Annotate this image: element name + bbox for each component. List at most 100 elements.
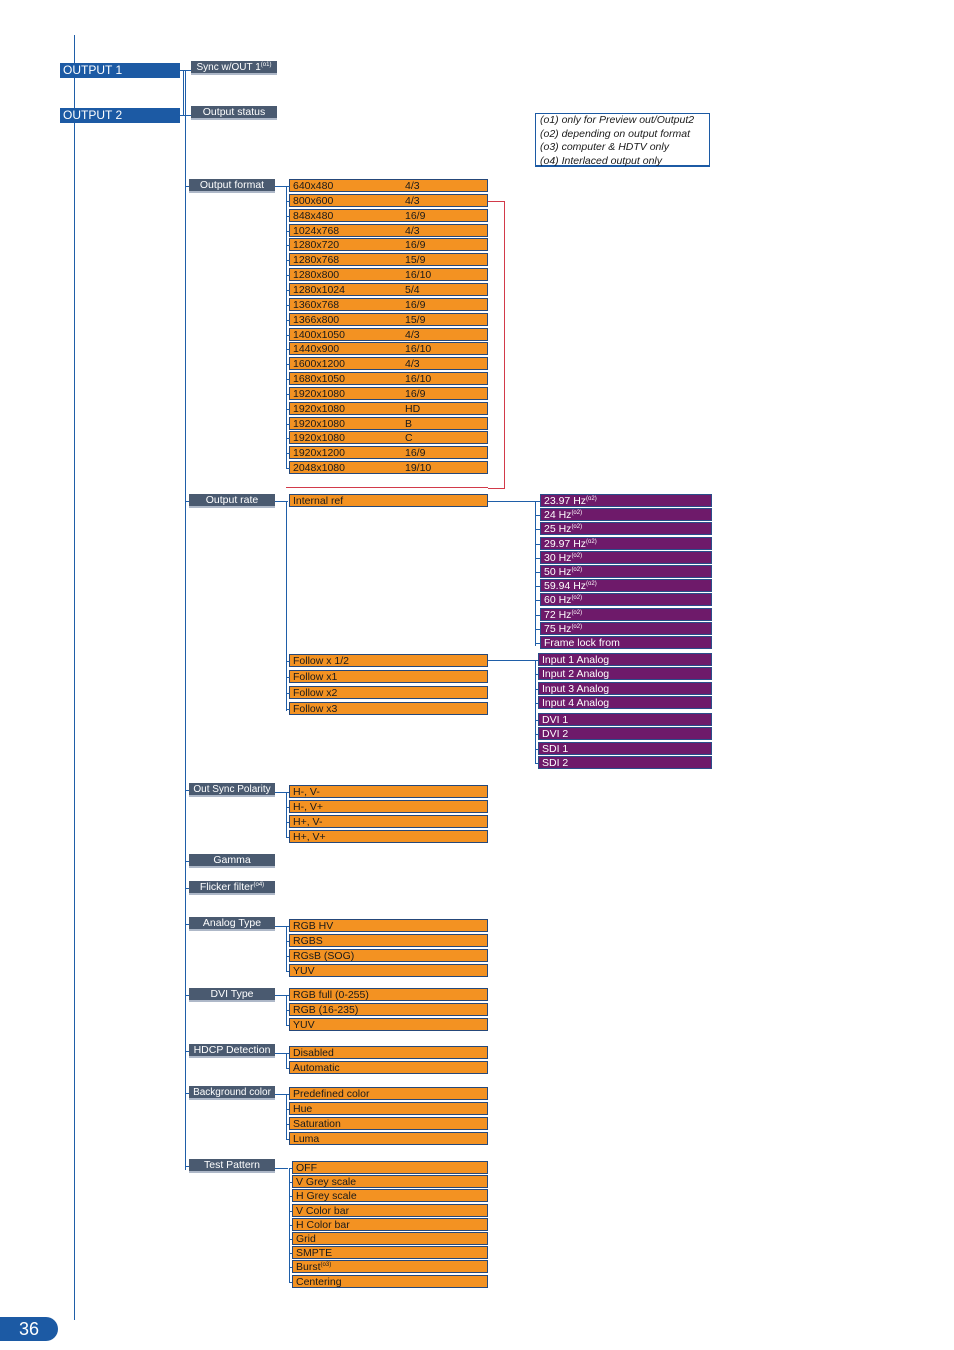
rate-option[interactable]: 75 Hz(o2): [540, 621, 712, 635]
polarity-option[interactable]: H-, V-: [289, 785, 488, 798]
polarity-option[interactable]: H+, V+: [289, 830, 488, 843]
menu-flicker-filter[interactable]: Flicker filter(o4): [189, 881, 275, 895]
background-color-option[interactable]: Hue: [289, 1102, 488, 1115]
internal-ref-option[interactable]: Internal ref: [289, 494, 488, 507]
background-color-option[interactable]: Saturation: [289, 1117, 488, 1130]
rate-option[interactable]: 23.97 Hz(o2): [540, 494, 712, 507]
test-pattern-option[interactable]: OFF: [292, 1161, 488, 1174]
hdcp-option[interactable]: Disabled: [289, 1046, 488, 1059]
test-pattern-option[interactable]: Burst(o3): [292, 1260, 488, 1274]
dvi-type-option[interactable]: YUV: [289, 1018, 488, 1031]
format-aspect-ratio: 5/4: [405, 283, 420, 296]
rate-note: (o2): [571, 609, 583, 616]
rate-option[interactable]: 72 Hz(o2): [540, 607, 712, 621]
input-digital-option[interactable]: SDI 2: [538, 755, 712, 769]
note-o3: (o3) computer & HDTV only: [540, 141, 669, 153]
connector: [286, 1109, 289, 1110]
input-analog-option[interactable]: Input 1 Analog: [538, 653, 712, 666]
analog-type-option[interactable]: YUV: [289, 964, 488, 977]
follow-option[interactable]: Follow x1: [289, 670, 488, 683]
test-pattern-option[interactable]: Grid: [292, 1232, 488, 1245]
follow-option[interactable]: Follow x 1/2: [289, 654, 488, 667]
output-status-item[interactable]: Output status: [191, 106, 277, 120]
rate-option[interactable]: 24 Hz(o2): [540, 508, 712, 522]
background-color-option[interactable]: Luma: [289, 1132, 488, 1145]
menu-out-sync-polarity[interactable]: Out Sync Polarity: [189, 783, 275, 797]
connector: [535, 614, 540, 616]
menu-test-pattern[interactable]: Test Pattern: [189, 1159, 275, 1173]
menu-background-color[interactable]: Background color: [189, 1086, 275, 1100]
test-pattern-option[interactable]: V Color bar: [292, 1203, 488, 1217]
hdcp-option[interactable]: Automatic: [289, 1061, 488, 1074]
dvi-type-option[interactable]: RGB full (0-255): [289, 988, 488, 1001]
test-pattern-option[interactable]: SMPTE: [292, 1246, 488, 1260]
format-resolution: 1440x900: [293, 343, 340, 356]
menu-dvi-type[interactable]: DVI Type: [189, 988, 275, 1002]
rate-label: 24 Hz: [544, 509, 572, 522]
menu-hdcp-detection[interactable]: HDCP Detection: [189, 1044, 275, 1058]
analog-type-option[interactable]: RGsB (SOG): [289, 949, 488, 962]
input-analog-option[interactable]: Input 3 Analog: [538, 681, 712, 695]
dvi-type-option[interactable]: RGB (16-235): [289, 1003, 488, 1016]
menu-gamma[interactable]: Gamma: [189, 854, 275, 868]
rate-option[interactable]: 30 Hz(o2): [540, 550, 712, 564]
connector: [185, 790, 189, 791]
analog-type-option[interactable]: RGB HV: [289, 919, 488, 932]
follow-option[interactable]: Follow x2: [289, 686, 488, 699]
test-pattern-option[interactable]: H Grey scale: [292, 1189, 488, 1203]
rate-option[interactable]: 25 Hz(o2): [540, 522, 712, 536]
output-1-header[interactable]: OUTPUT 1: [60, 63, 180, 78]
polarity-option[interactable]: H-, V+: [289, 800, 488, 813]
test-pattern-option[interactable]: V Grey scale: [292, 1175, 488, 1189]
connector: [185, 501, 189, 502]
rate-option[interactable]: 29.97 Hz(o2): [540, 536, 712, 550]
polarity-option[interactable]: H+, V-: [289, 815, 488, 828]
branch-line: [286, 1094, 287, 1139]
sync-with-out1-item[interactable]: Sync w/OUT 1(o1): [191, 61, 277, 75]
input-digital-option[interactable]: DVI 2: [538, 727, 712, 741]
analog-type-option[interactable]: RGBS: [289, 934, 488, 947]
connector: [286, 971, 289, 972]
sync-note: (o1): [260, 62, 272, 68]
connector: [286, 1010, 289, 1011]
background-color-option[interactable]: Predefined color: [289, 1087, 488, 1100]
input-digital-option[interactable]: SDI 1: [538, 741, 712, 755]
follow-option[interactable]: Follow x3: [289, 702, 488, 715]
menu-output-format[interactable]: Output format: [189, 179, 275, 193]
rate-option[interactable]: 59.94 Hz(o2): [540, 579, 712, 593]
menu-analog-type[interactable]: Analog Type: [189, 917, 275, 931]
input-analog-option[interactable]: Input 4 Analog: [538, 695, 712, 709]
connector: [535, 529, 540, 531]
input-digital-option[interactable]: DVI 1: [538, 713, 712, 726]
test-pattern-option[interactable]: Centering: [292, 1274, 488, 1288]
rate-option[interactable]: 60 Hz(o2): [540, 593, 712, 607]
rate-option[interactable]: Frame lock from: [540, 636, 712, 649]
menu-output-rate[interactable]: Output rate: [189, 494, 275, 508]
output-2-header[interactable]: OUTPUT 2: [60, 108, 180, 123]
connector: [286, 260, 290, 262]
input-analog-option[interactable]: Input 2 Analog: [538, 667, 712, 681]
rate-option[interactable]: 50 Hz(o2): [540, 565, 712, 578]
connector: [286, 941, 289, 942]
test-pattern-option[interactable]: H Color bar: [292, 1217, 488, 1231]
